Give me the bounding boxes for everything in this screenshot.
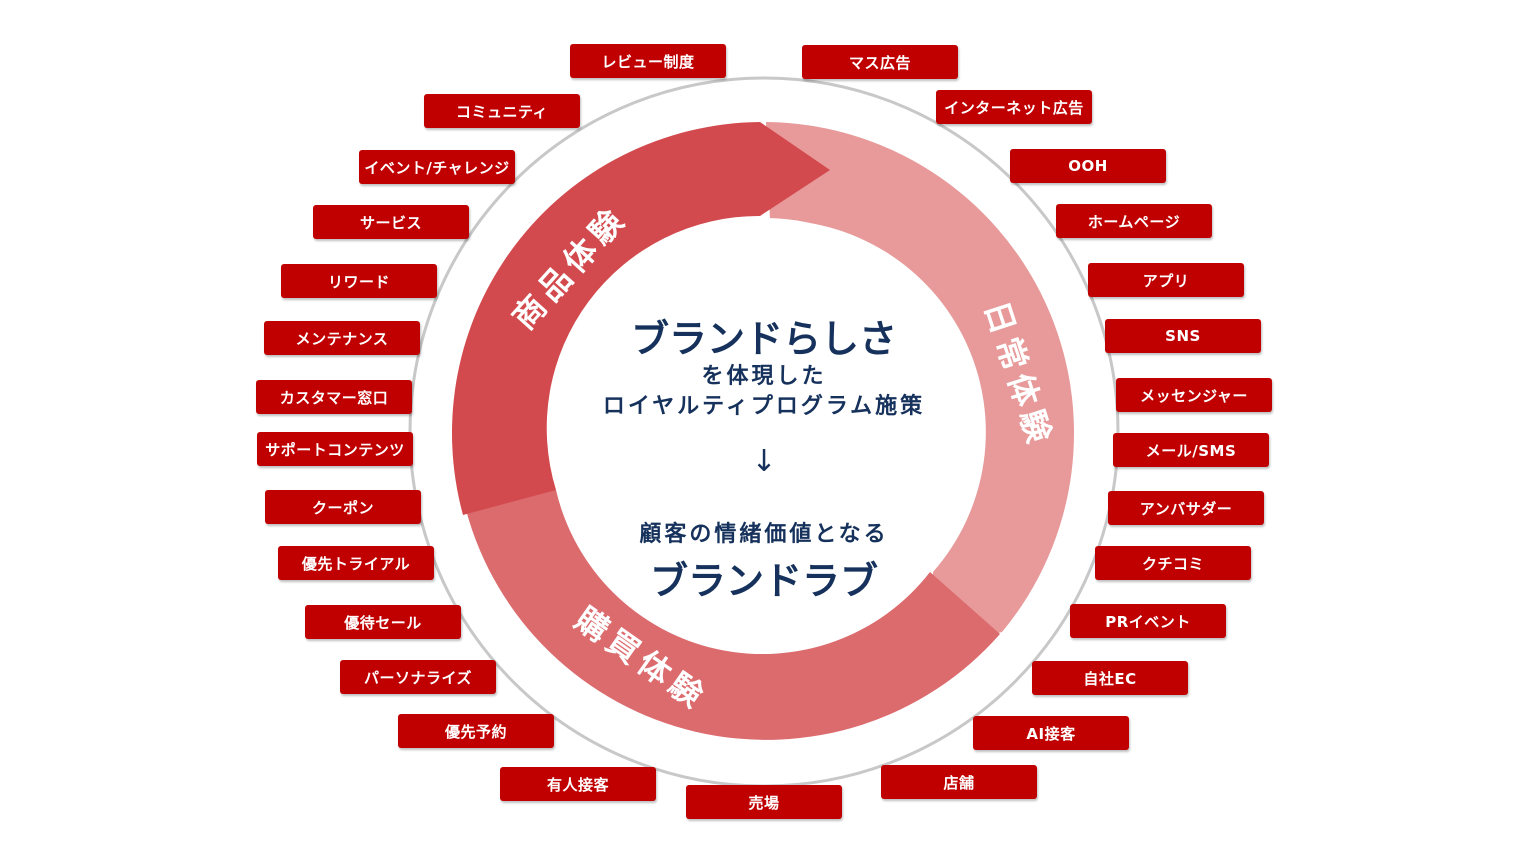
tag-pr-event: PRイベント xyxy=(1070,604,1226,638)
tag-maintenance: メンテナンス xyxy=(264,321,420,355)
tag-staffed-service: 有人接客 xyxy=(500,767,656,801)
tag-messenger: メッセンジャー xyxy=(1116,378,1272,412)
tag-sales-floor: 売場 xyxy=(686,785,842,819)
tag-priority-trial: 優先トライアル xyxy=(278,546,434,580)
center-title-brand-love: ブランドラブ xyxy=(649,559,878,603)
tag-ai-service: AI接客 xyxy=(973,716,1129,750)
center-subtitle-embodied: を体現した xyxy=(701,364,827,389)
tag-mail-sms: メール/SMS xyxy=(1113,433,1269,467)
center-subtitle-program: ロイヤルティプログラム施策 xyxy=(602,394,926,419)
center-down-arrow: ↓ xyxy=(751,444,777,479)
center-subtitle-emotional-value: 顧客の情緒価値となる xyxy=(639,522,889,547)
tag-ooh: OOH xyxy=(1010,149,1166,183)
tag-reward: リワード xyxy=(281,264,437,298)
tag-special-sale: 優待セール xyxy=(305,605,461,639)
inner-disc xyxy=(550,218,978,646)
center-title-brandness: ブランドらしさ xyxy=(630,317,897,361)
tag-app: アプリ xyxy=(1088,263,1244,297)
purchase-experience-arc xyxy=(466,440,1000,740)
tag-ambassador: アンバサダー xyxy=(1108,491,1264,525)
tag-support-content: サポートコンテンツ xyxy=(257,432,413,466)
tag-customer-desk: カスタマー窓口 xyxy=(256,380,412,414)
tag-event-challenge: イベント/チャレンジ xyxy=(359,150,515,184)
tag-review-system: レビュー制度 xyxy=(570,44,726,78)
daily-experience-arc xyxy=(766,122,1075,652)
product-experience-arc xyxy=(451,122,830,515)
tag-store: 店舗 xyxy=(881,765,1037,799)
tag-mass-advertising: マス広告 xyxy=(802,45,958,79)
tag-personalize: パーソナライズ xyxy=(340,660,496,694)
tag-internet-advertising: インターネット広告 xyxy=(936,90,1092,124)
tag-priority-reservation: 優先予約 xyxy=(398,714,554,748)
tag-coupon: クーポン xyxy=(265,490,421,524)
tag-community: コミュニティ xyxy=(424,94,580,128)
tag-service: サービス xyxy=(313,205,469,239)
tag-word-of-mouth: クチコミ xyxy=(1095,546,1251,580)
tag-homepage: ホームページ xyxy=(1056,204,1212,238)
tag-own-ec: 自社EC xyxy=(1032,661,1188,695)
tag-sns: SNS xyxy=(1105,319,1261,353)
